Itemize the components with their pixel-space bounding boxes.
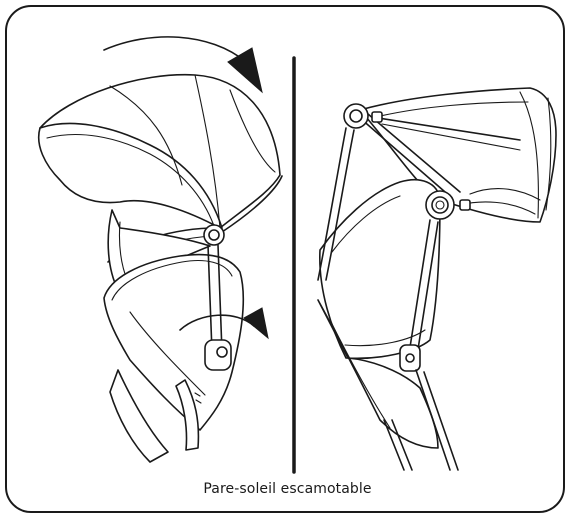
canopy-hinge	[204, 225, 224, 245]
right-panel-folded-canopy	[318, 88, 556, 470]
folded-top-hinge	[344, 104, 368, 128]
folded-main-hinge	[426, 191, 454, 219]
canopy-hood	[39, 75, 280, 228]
folded-lower-hinge	[400, 345, 420, 371]
diagram-caption: Pare-soleil escamotable	[0, 481, 575, 497]
left-panel-extended-canopy	[39, 37, 282, 462]
